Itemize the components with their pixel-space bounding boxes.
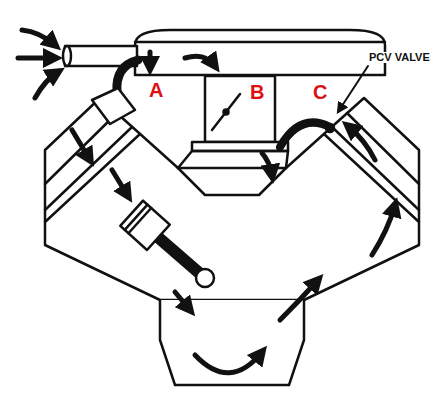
part-letter: C <box>312 82 328 102</box>
part-letter: A <box>148 80 164 100</box>
part-letter: B <box>249 82 265 102</box>
part-name: PCV VALVE <box>368 52 431 63</box>
